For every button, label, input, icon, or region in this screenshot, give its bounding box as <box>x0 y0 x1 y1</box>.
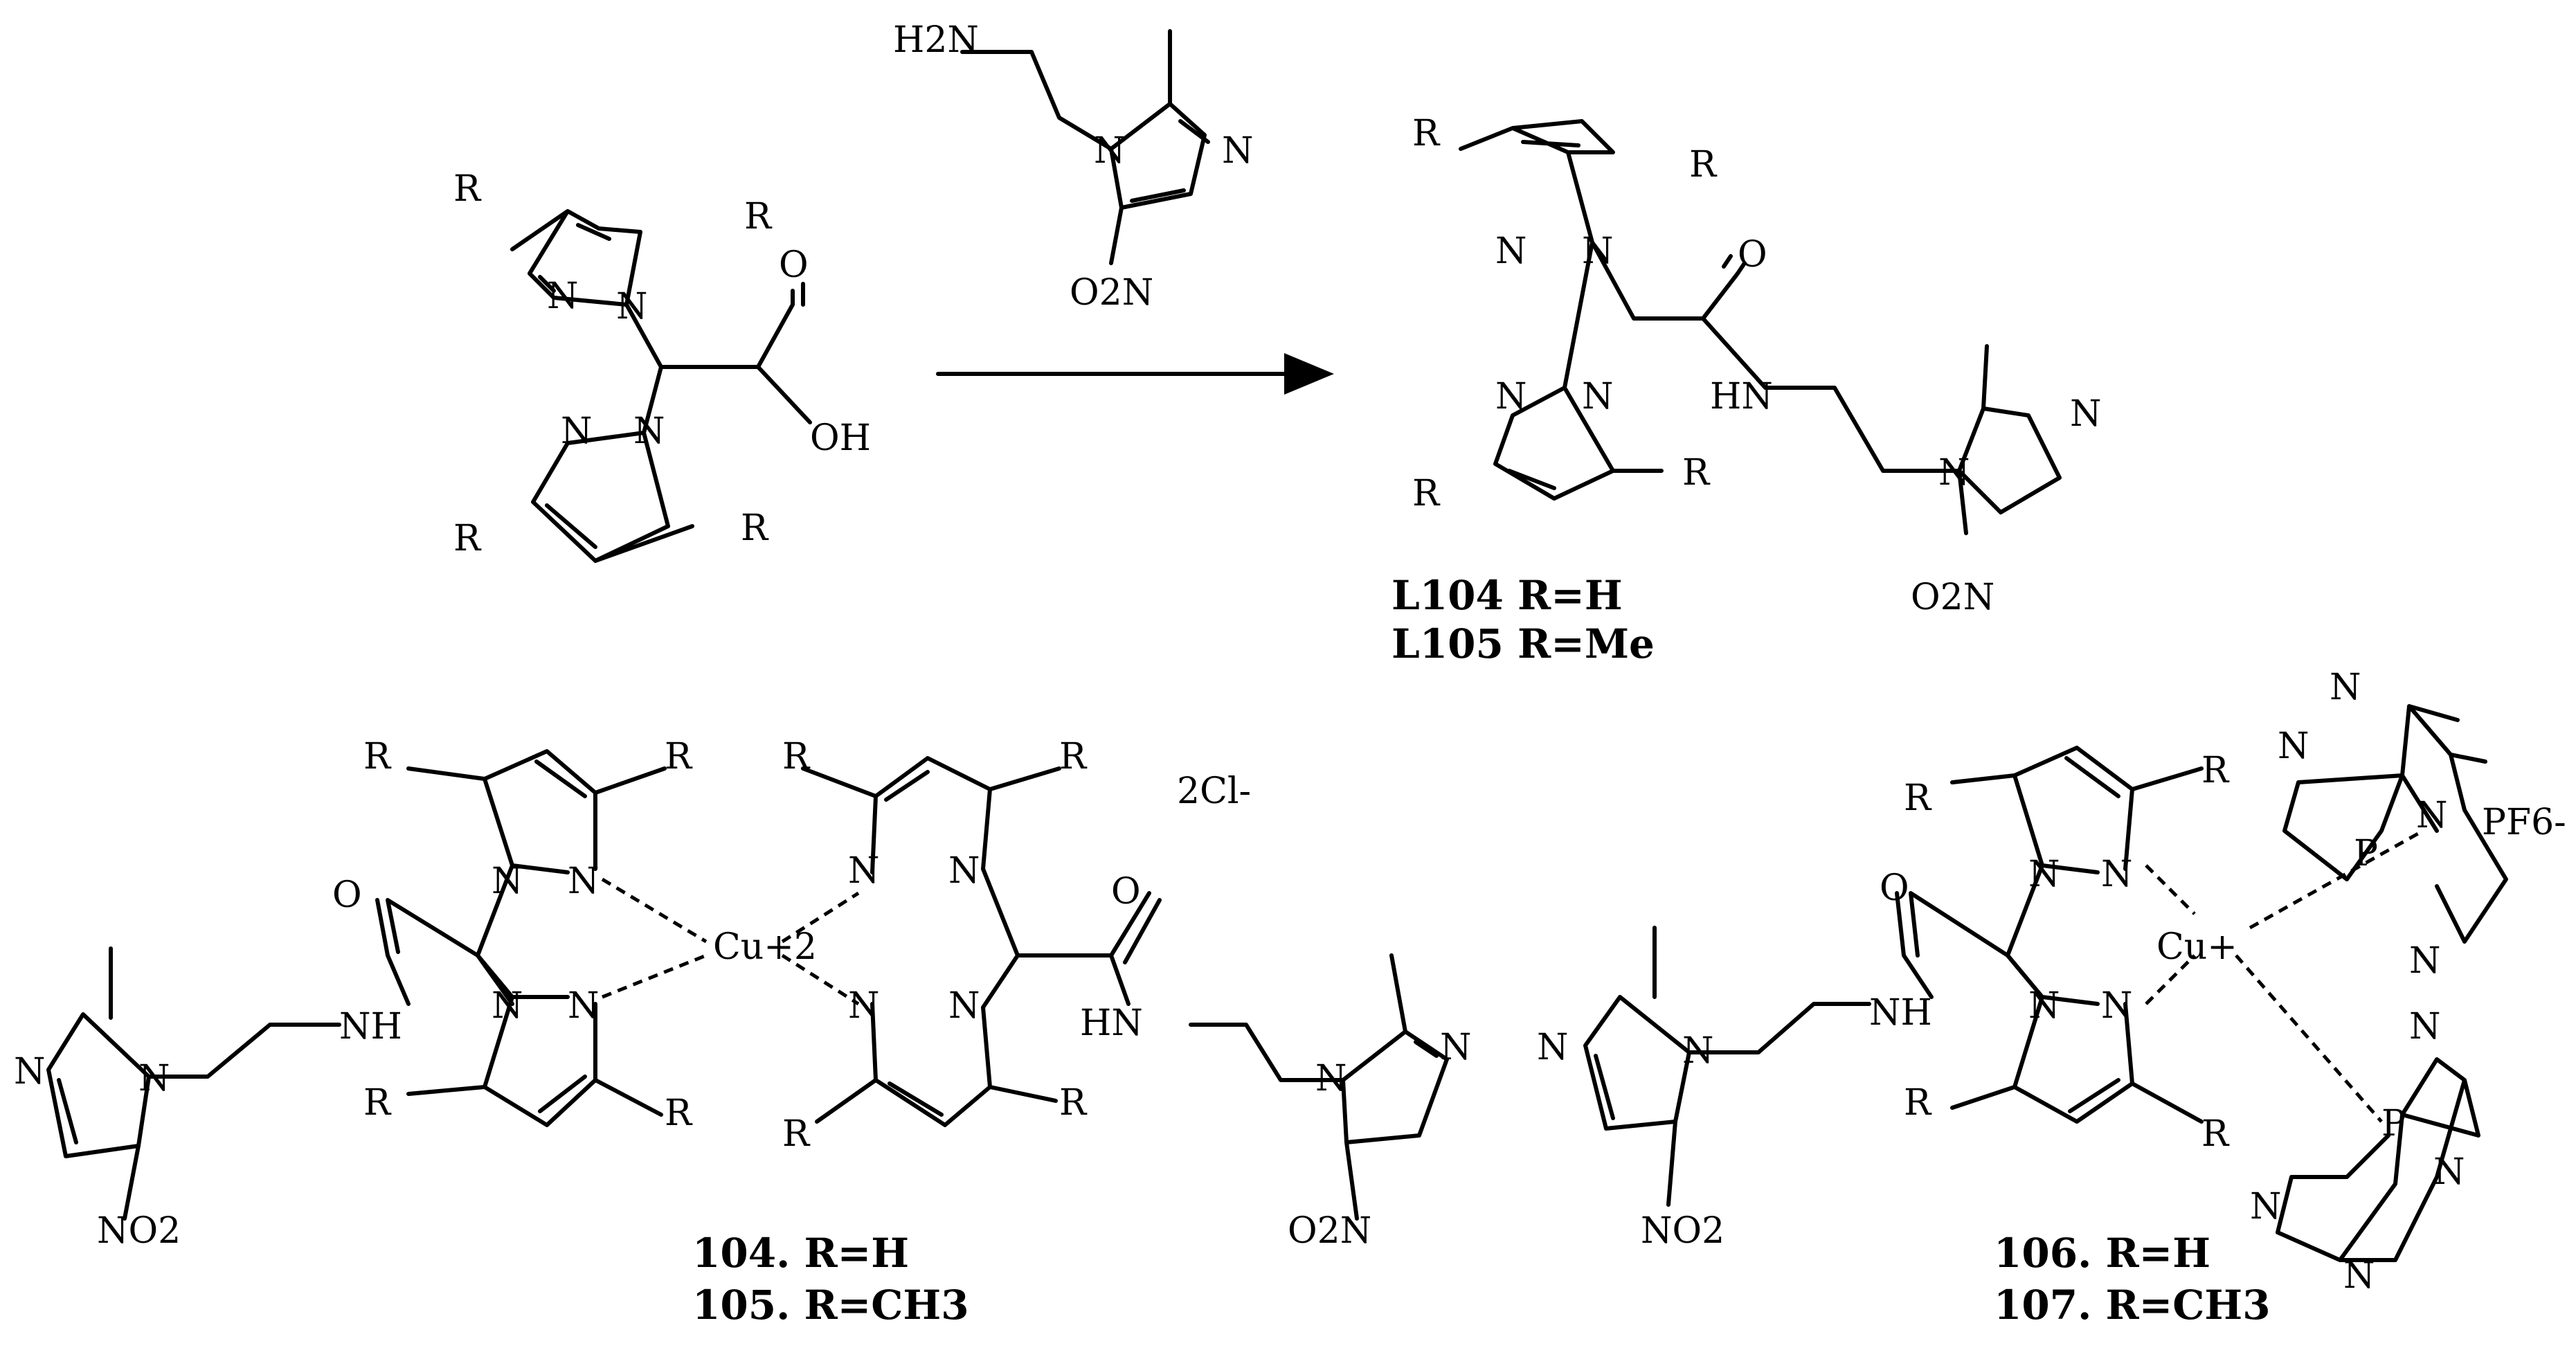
n-label: N <box>2416 795 2448 836</box>
n-label: N <box>2433 1151 2465 1193</box>
oh-label: OH <box>810 417 871 459</box>
complex-caption-105: 105. R=CH3 <box>692 1282 969 1329</box>
r-label: R <box>1904 778 1932 819</box>
p-label: P <box>2354 833 2378 874</box>
n-label: N <box>2028 985 2060 1027</box>
n-label: N <box>561 411 593 452</box>
r-label: R <box>363 736 392 778</box>
n-label: N <box>2409 1006 2441 1048</box>
n-label: N <box>138 1058 170 1099</box>
o-label: O <box>1880 868 1909 909</box>
cu-i-center: Cu+ <box>2156 926 2237 968</box>
complex-caption-104: 104. R=H <box>692 1230 909 1277</box>
aminoethyl-nitroimidazole-reagent: H2N N N O2N <box>893 19 1254 314</box>
r-label: R <box>1412 473 1441 514</box>
o-label: O <box>779 244 809 286</box>
n-label: N <box>2070 393 2102 435</box>
bis-pyrazolyl-acetic-acid: R R N N O OH N N R R <box>453 168 871 563</box>
r-label: R <box>1904 1082 1932 1124</box>
r-label: R <box>741 507 769 549</box>
n-label: N <box>2101 854 2133 895</box>
n-label: N <box>848 985 880 1027</box>
n-label: N <box>1582 376 1614 417</box>
o2n-label: O2N <box>1070 272 1153 314</box>
n-label: N <box>547 276 579 317</box>
n-label: N <box>1582 231 1614 272</box>
nh-label: NH <box>1869 992 1932 1034</box>
n-label: N <box>568 861 600 902</box>
n-label: N <box>616 286 648 327</box>
r-label: R <box>453 518 482 559</box>
r-label: R <box>665 736 693 778</box>
n-label: N <box>1537 1027 1569 1068</box>
o2n-label: O2N <box>1911 577 1994 618</box>
complex-caption-107: 107. R=CH3 <box>1994 1282 2271 1329</box>
n-label: N <box>1495 376 1527 417</box>
hn-label: HN <box>1710 376 1773 417</box>
r-label: R <box>782 736 811 778</box>
p-label: P <box>2381 1103 2406 1144</box>
no2-label: NO2 <box>97 1210 181 1252</box>
r-label: R <box>1412 113 1441 154</box>
r-label: R <box>744 196 773 237</box>
n-label: N <box>848 850 880 892</box>
n-label: N <box>1938 452 1970 494</box>
cu-ii-center: Cu+2 <box>713 926 817 968</box>
r-label: R <box>1689 144 1718 186</box>
n-label: N <box>568 985 600 1027</box>
r-label: R <box>1059 736 1088 778</box>
ligand-caption-l105: L105 R=Me <box>1391 620 1655 667</box>
copper-i-pta-complex: N N NO2 NH O R R N N N N R R Cu+ N N N P… <box>1537 667 2566 1329</box>
r-label: R <box>1682 452 1711 494</box>
r-label: R <box>2201 1113 2230 1155</box>
n-label: N <box>1222 130 1254 172</box>
r-label: R <box>363 1082 392 1124</box>
r-label: R <box>2201 750 2230 791</box>
n-label: N <box>2330 667 2361 708</box>
n-label: N <box>1440 1027 1472 1068</box>
o-label: O <box>1111 871 1141 913</box>
n-label: N <box>2409 940 2441 982</box>
n-label: N <box>948 985 980 1027</box>
n-label: N <box>492 985 523 1027</box>
o-label: O <box>332 874 362 916</box>
no2-label: NO2 <box>1641 1210 1724 1252</box>
n-label: N <box>1315 1058 1347 1099</box>
o2n-label: O2N <box>1288 1210 1371 1252</box>
n-label: N <box>1682 1030 1714 1072</box>
r-label: R <box>453 168 482 210</box>
n-label: N <box>2101 985 2133 1027</box>
n-label: N <box>2250 1186 2282 1228</box>
complex-caption-106: 106. R=H <box>1994 1230 2210 1277</box>
r-label: R <box>782 1113 811 1155</box>
o-label: O <box>1738 234 1767 276</box>
ligand-caption-l104: L104 R=H <box>1391 572 1623 619</box>
h2n-label: H2N <box>893 19 979 61</box>
nh-label: NH <box>339 1006 402 1048</box>
r-label: R <box>665 1093 693 1134</box>
n-label: N <box>948 850 980 892</box>
chloride-counterion: 2Cl- <box>1177 771 1251 812</box>
r-label: R <box>1059 1082 1088 1124</box>
n-label: N <box>2278 726 2309 767</box>
pf6-counterion: PF6- <box>2482 802 2566 843</box>
product-ligand: R R N N O N N HN R R N N O2N L104 R=H L1… <box>1391 113 2102 667</box>
n-label: N <box>633 411 665 452</box>
hn-label: HN <box>1080 1003 1143 1044</box>
n-label: N <box>1495 231 1527 272</box>
n-label: N <box>492 861 523 902</box>
n-label: N <box>2343 1255 2375 1297</box>
n-label: N <box>2028 854 2060 895</box>
copper-ii-complex: R R O N N NH N N R R Cu+2 2Cl- R R N N O… <box>14 736 1472 1329</box>
n-label: N <box>14 1051 46 1093</box>
n-label: N <box>1094 130 1126 172</box>
